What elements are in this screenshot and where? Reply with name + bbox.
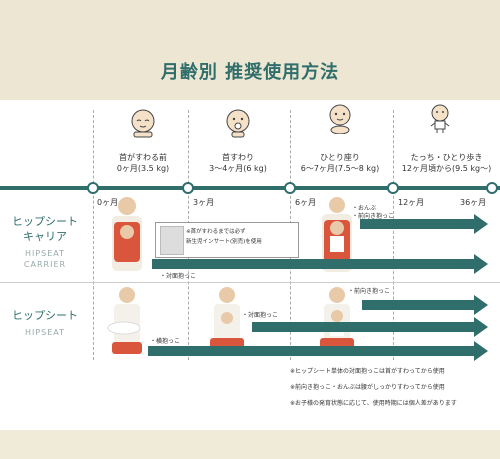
- annotation-label: ・対面抱っこ: [160, 273, 197, 280]
- row-subtitle: HIPSEAT: [24, 249, 66, 258]
- stage-age: 3〜4ヶ月(6 kg): [209, 164, 267, 173]
- pacifier-baby-icon: [226, 109, 250, 138]
- timeline-dot: [87, 182, 99, 194]
- row-title: ヒップシート: [12, 309, 78, 322]
- row-label-carrier: ヒップシート キャリア HIPSEAT CARRIER: [0, 214, 90, 270]
- carrier-forward-arrow-icon: [474, 214, 488, 234]
- annotation-label: ・対面抱っこ: [242, 312, 279, 319]
- stage-label: たっち・ひとり歩き: [410, 153, 483, 162]
- carrier-forward-photo: [322, 197, 352, 272]
- hip-forward-bar: [362, 300, 474, 310]
- insert-pad-icon: [160, 226, 184, 255]
- hip-forward-arrow-icon: [474, 295, 488, 315]
- footnote: ※ヒップシート単体の対面抱っこは首がすわってから使用: [290, 368, 445, 375]
- hipseat-horizontal-photo: [107, 287, 142, 354]
- sitting-baby-icon: [329, 104, 351, 134]
- row-label-hipseat: ヒップシート HIPSEAT: [0, 308, 90, 338]
- row-subtitle: CARRIER: [23, 260, 67, 269]
- stage-neck: 首すわり 3〜4ヶ月(6 kg): [188, 152, 288, 174]
- timeline-label: 0ヶ月: [97, 198, 119, 207]
- row-title: ヒップシート: [12, 215, 78, 228]
- stage-age: 0ヶ月(3.5 kg): [116, 164, 170, 173]
- stage-label: 首すわり: [222, 153, 254, 162]
- insert-note-text: 新生児インサート(別売)を使用: [186, 239, 262, 245]
- stage-age: 12ヶ月頃から(9.5 kg〜): [401, 164, 492, 173]
- timeline-dot: [486, 182, 498, 194]
- insert-note-text: ※首がすわるまでは必ず: [186, 229, 246, 235]
- hip-horizontal-bar: [148, 346, 474, 356]
- hip-front-bar: [252, 322, 474, 332]
- hip-horizontal-arrow-icon: [474, 341, 488, 361]
- carrier-front-arrow-icon: [474, 254, 488, 274]
- row-separator: [0, 282, 500, 283]
- hipseat-front-photo: [210, 287, 244, 350]
- carrier-front-bar: [152, 259, 474, 269]
- divider-line: [93, 110, 95, 360]
- stage-walking: たっち・ひとり歩き 12ヶ月頃から(9.5 kg〜): [393, 152, 500, 174]
- stage-sitting: ひとり座り 6〜7ヶ月(7.5〜8 kg): [290, 152, 390, 174]
- carrier-forward-bar: [360, 219, 474, 229]
- footnote: ※前向き抱っこ・おんぶは腰がしっかりすわってから使用: [290, 384, 445, 391]
- insert-note-box: ※首がすわるまでは必ず 新生児インサート(別売)を使用: [155, 222, 299, 258]
- timeline-dot: [284, 182, 296, 194]
- stage-age: 6〜7ヶ月(7.5〜8 kg): [300, 164, 380, 173]
- row-title: キャリア: [23, 230, 67, 243]
- timeline-label: 36ヶ月: [460, 198, 487, 207]
- footnote: ※お子様の発育状態に応じて、使用時期には個人差があります: [290, 400, 457, 407]
- annotation-label: ・前向き抱っこ: [348, 288, 391, 295]
- stage-newborn: 首がすわる前 0ヶ月(3.5 kg): [93, 152, 193, 174]
- annotation-label: ・横抱っこ: [150, 338, 181, 345]
- standing-baby-icon: [430, 104, 450, 133]
- page-title: 月齢別 推奨使用方法: [160, 62, 340, 83]
- timeline-label: 6ヶ月: [295, 198, 317, 207]
- header-band: [0, 0, 500, 100]
- stage-label: 首がすわる前: [119, 153, 167, 162]
- hip-front-arrow-icon: [474, 317, 488, 337]
- timeline-bar: [0, 186, 500, 190]
- timeline-label: 3ヶ月: [193, 198, 215, 207]
- carrier-front-photo: [112, 197, 142, 271]
- timeline-dot: [387, 182, 399, 194]
- stage-label: ひとり座り: [320, 153, 360, 162]
- newborn-baby-icon: [131, 109, 155, 138]
- annotation-label: ・おんぶ: [352, 205, 377, 212]
- timeline-label: 12ヶ月: [398, 198, 425, 207]
- timeline-dot: [182, 182, 194, 194]
- annotation-label: ・前向き抱っこ: [352, 213, 395, 220]
- footer-band: [0, 430, 500, 459]
- divider-line: [393, 110, 395, 360]
- row-subtitle: HIPSEAT: [24, 328, 66, 337]
